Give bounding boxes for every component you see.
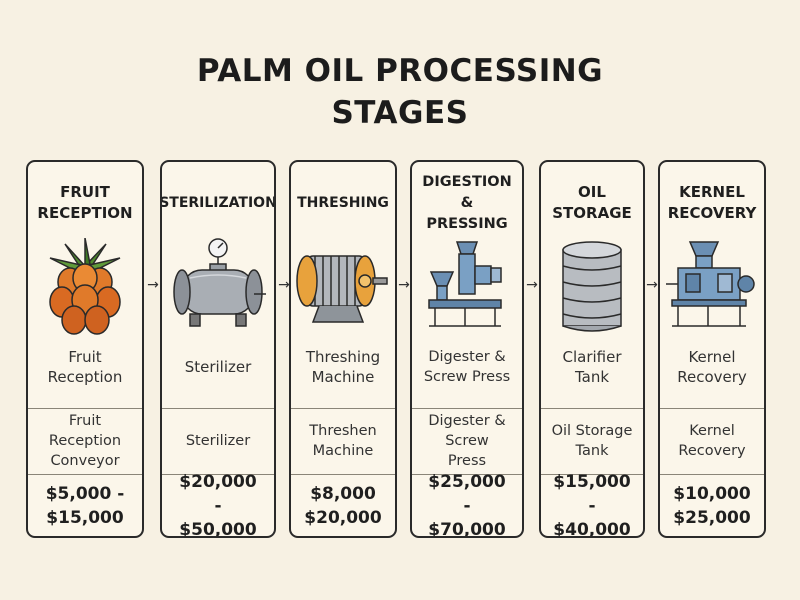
threshing-drum-icon	[291, 238, 395, 338]
arrow-right-icon: →	[147, 277, 159, 293]
divider	[162, 408, 274, 409]
palm-fruit-icon	[28, 238, 142, 338]
arrow-right-icon: →	[646, 277, 658, 293]
page-title: PALM OIL PROCESSING STAGES	[0, 50, 800, 134]
stage-card-kernel-recovery: KERNEL RECOVERY Kernel Recovery Kernel R…	[658, 160, 766, 538]
divider	[541, 408, 643, 409]
divider	[660, 408, 764, 409]
divider	[291, 408, 395, 409]
sterilizer-icon	[162, 238, 274, 338]
title-line-1: PALM OIL PROCESSING	[196, 53, 604, 89]
divider	[660, 474, 764, 475]
stage-equipment-label: Oil Storage Tank	[551, 423, 633, 459]
stage-card-oil-storage: OIL STORAGE Clarifier Tank Oil Storage T…	[539, 160, 645, 538]
divider	[28, 408, 142, 409]
stage-price: $15,000 - $40,000	[553, 472, 631, 538]
stage-price: $5,000 - $15,000	[45, 484, 125, 528]
stage-price: $10,000 $25,000	[673, 484, 751, 528]
stage-machine-label: Sterilizer	[184, 358, 252, 376]
stage-heading: DIGESTION & PRESSING	[422, 173, 512, 232]
kernel-machine-icon	[660, 238, 764, 338]
stage-equipment-label: Threshen Machine	[309, 423, 377, 459]
stage-heading: KERNEL RECOVERY	[667, 183, 757, 222]
stage-card-fruit-reception: FRUIT RECEPTION Fruit Reception Fruit Re…	[26, 160, 144, 538]
stage-equipment-label: Sterilizer	[185, 433, 251, 449]
storage-tank-icon	[541, 238, 643, 338]
stage-price: $25,000 - $70,000	[428, 472, 506, 538]
stage-price: $20,000 - $50,000	[179, 472, 257, 538]
divider	[541, 474, 643, 475]
arrow-right-icon: →	[526, 277, 538, 293]
stage-machine-label: Digester & Screw Press	[423, 349, 511, 385]
digester-press-icon	[412, 238, 522, 338]
stage-machine-label: Clarifier Tank	[562, 348, 622, 386]
stage-machine-label: Fruit Reception	[47, 348, 123, 386]
stage-card-sterilization: STERILIZATION Sterilizer Sterilizer $20,…	[160, 160, 276, 538]
stage-card-threshing: THRESHING Threshing Machine Threshen Mac…	[289, 160, 397, 538]
stage-equipment-label: Fruit Reception Conveyor	[48, 413, 122, 469]
arrow-right-icon: →	[278, 277, 290, 293]
divider	[28, 474, 142, 475]
stage-machine-label: Kernel Recovery	[677, 348, 747, 386]
stage-price: $8,000 $20,000	[304, 484, 382, 528]
title-line-2: STAGES	[331, 95, 469, 131]
stage-heading: STERILIZATION	[160, 194, 276, 211]
divider	[291, 474, 395, 475]
stage-equipment-label: Kernel Recovery	[678, 423, 746, 459]
divider	[412, 408, 522, 409]
stage-equipment-label: Digester & Screw Press	[428, 413, 506, 469]
stage-heading: THRESHING	[297, 194, 389, 211]
divider	[412, 474, 522, 475]
stage-card-digestion-pressing: DIGESTION & PRESSING Digester & Screw Pr…	[410, 160, 524, 538]
arrow-right-icon: →	[398, 277, 410, 293]
stage-heading: OIL STORAGE	[552, 183, 632, 222]
divider	[162, 474, 274, 475]
stage-heading: FRUIT RECEPTION	[37, 183, 133, 222]
stage-machine-label: Threshing Machine	[305, 348, 381, 386]
